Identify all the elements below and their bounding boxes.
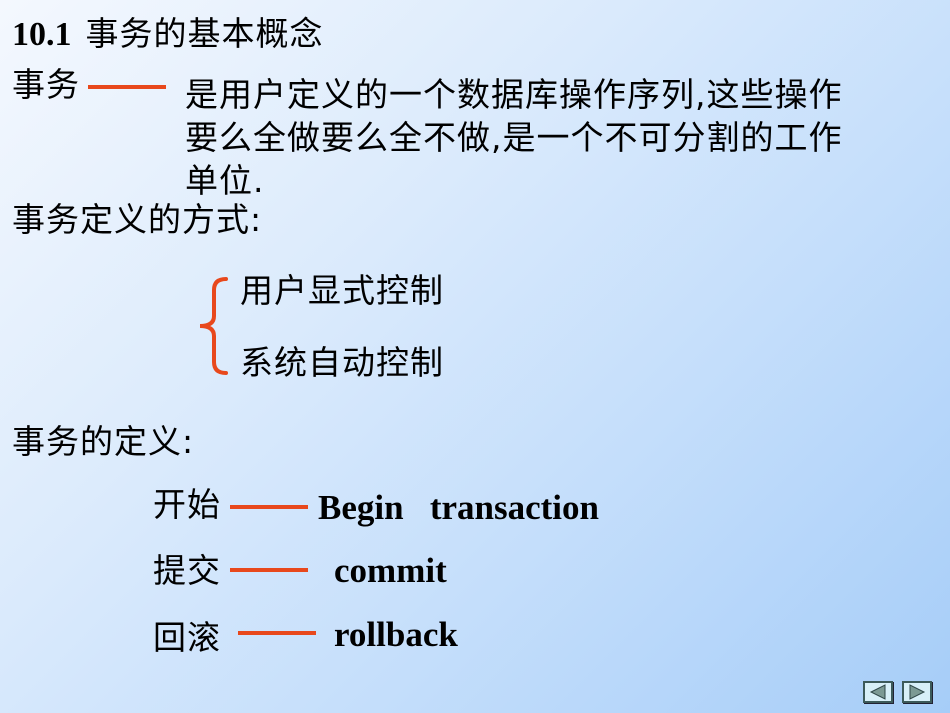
row-label-commit: 提交 bbox=[153, 551, 221, 590]
transaction-definition: 是用户定义的一个数据库操作序列,这些操作 要么全做要么全不做,是一个不可分割的工… bbox=[185, 73, 925, 202]
prev-slide-button[interactable] bbox=[863, 681, 893, 703]
definition-methods-heading: 事务定义的方式: bbox=[12, 200, 263, 239]
curly-brace-icon bbox=[199, 277, 228, 375]
definition-line: 要么全做要么全不做,是一个不可分割的工作 bbox=[185, 118, 843, 157]
section-title: 事务的基本概念 bbox=[85, 14, 324, 53]
method-item: 系统自动控制 bbox=[240, 343, 444, 382]
connector-dash bbox=[230, 568, 308, 572]
section-number: 10.1 bbox=[12, 16, 72, 53]
method-item: 用户显式控制 bbox=[240, 271, 444, 310]
definition-line: 单位. bbox=[185, 161, 265, 200]
command-rollback: rollback bbox=[334, 615, 458, 654]
connector-dash bbox=[238, 631, 316, 635]
transaction-term: 事务 bbox=[12, 65, 80, 104]
definition-line: 是用户定义的一个数据库操作序列,这些操作 bbox=[185, 75, 843, 114]
slide-title: 10.1 事务的基本概念 bbox=[12, 14, 324, 54]
command-begin: Begin transaction bbox=[318, 488, 599, 527]
triangle-left-icon bbox=[869, 684, 886, 700]
connector-dash bbox=[230, 505, 308, 509]
row-label-begin: 开始 bbox=[153, 485, 221, 524]
next-slide-button[interactable] bbox=[902, 681, 932, 703]
command-commit: commit bbox=[334, 551, 447, 590]
transaction-definition-heading: 事务的定义: bbox=[12, 422, 195, 461]
triangle-right-icon bbox=[909, 684, 926, 700]
row-label-rollback: 回滚 bbox=[153, 618, 221, 657]
connector-dash bbox=[88, 85, 166, 89]
